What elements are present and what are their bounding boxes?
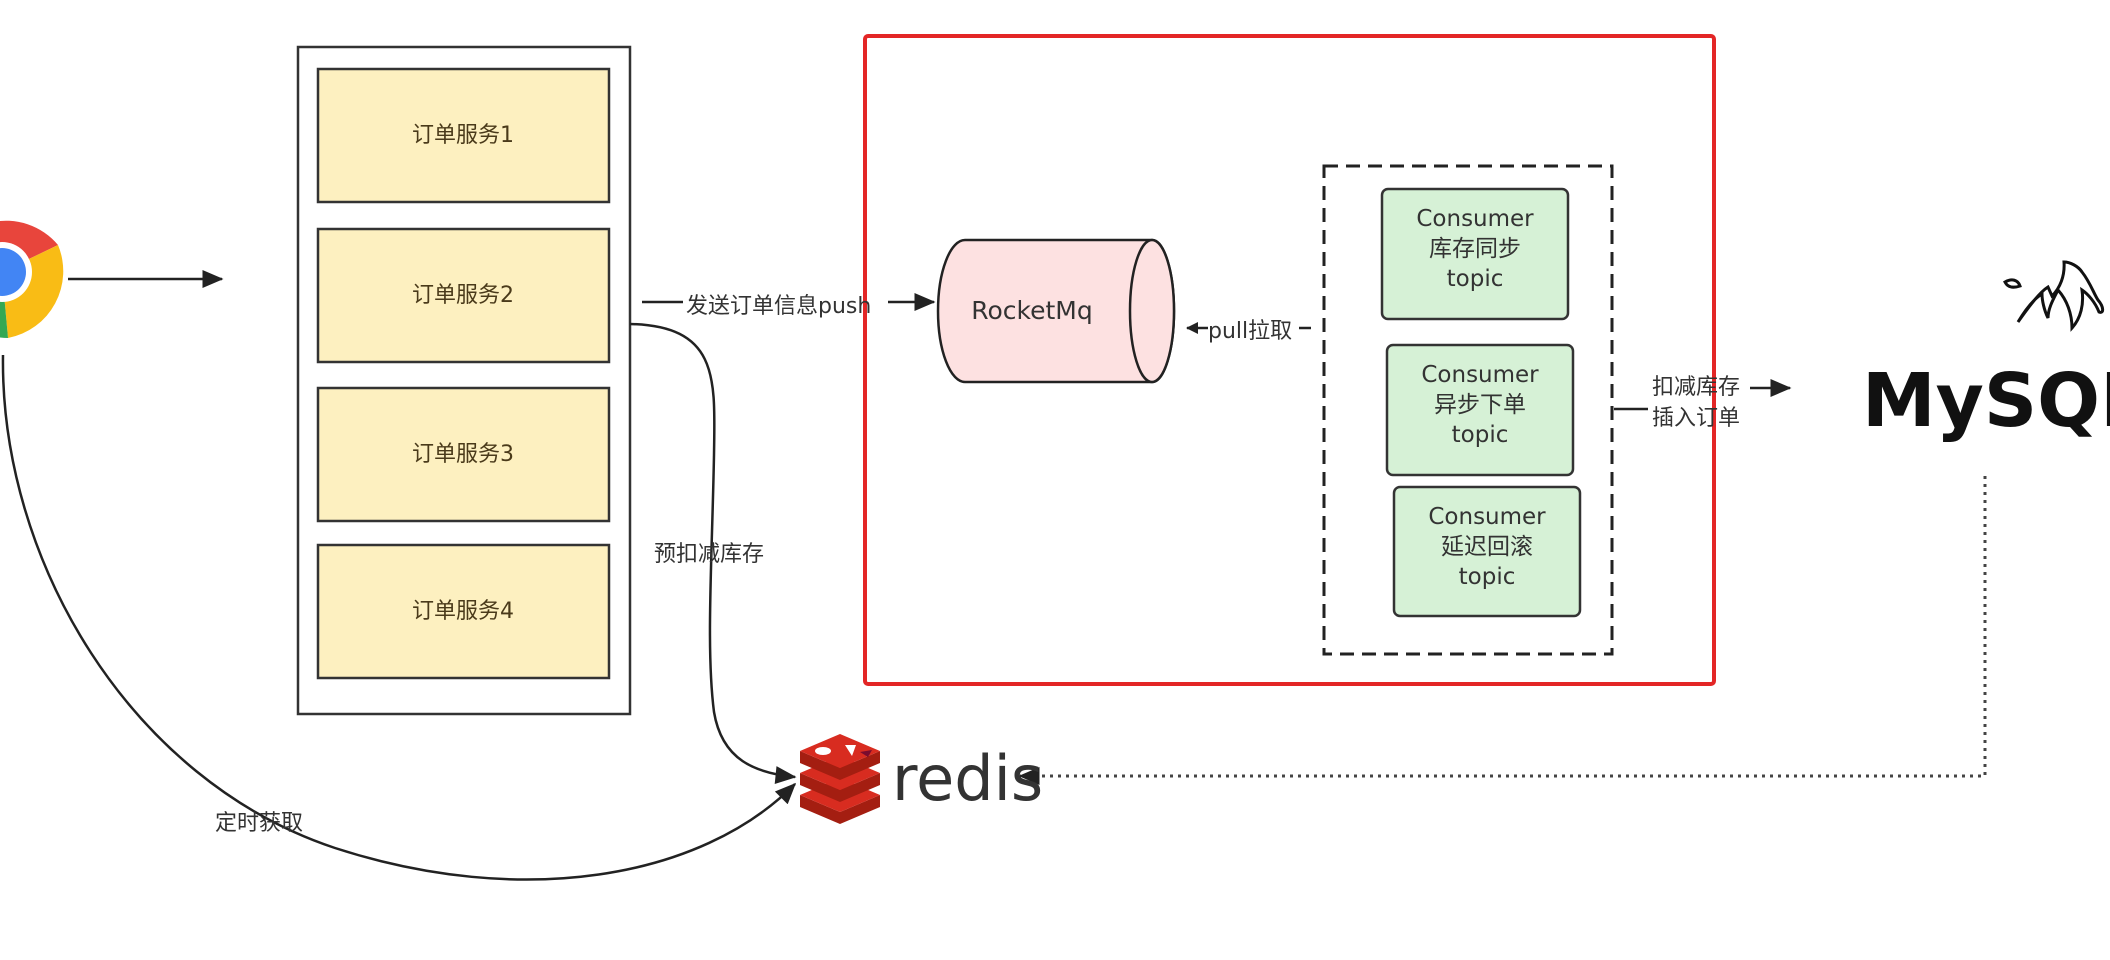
service-label-2: 订单服务2 <box>412 283 514 308</box>
consumer-topic-3: topic <box>1459 564 1516 590</box>
deduct-label-line2: 插入订单 <box>1652 406 1740 431</box>
service-box-1: 订单服务1 <box>316 67 611 204</box>
service-label-3: 订单服务3 <box>412 442 514 467</box>
scheduled-label: 定时获取 <box>215 811 303 836</box>
rocketmq-label: RocketMq <box>971 296 1093 325</box>
consumer-box-2: Consumer 异步下单 topic <box>1385 343 1575 477</box>
consumer-desc-1: 库存同步 <box>1429 236 1521 262</box>
consumer-title-2: Consumer <box>1421 362 1539 388</box>
chrome-browser-icon <box>0 220 64 338</box>
redis-logo: redis <box>800 734 1043 824</box>
service-box-3: 订单服务3 <box>316 386 611 523</box>
scheduled-fetch-arrow <box>1 354 797 881</box>
mysql-logo: MySQL <box>1862 260 2110 444</box>
service-label-4: 订单服务4 <box>412 599 514 624</box>
consumer-title-3: Consumer <box>1428 504 1546 530</box>
consumer-box-3: Consumer 延迟回滚 topic <box>1392 485 1582 618</box>
consumer-title-1: Consumer <box>1416 206 1534 232</box>
consumer-desc-2: 异步下单 <box>1434 392 1526 418</box>
service-label-1: 订单服务1 <box>412 123 514 148</box>
service-box-4: 订单服务4 <box>316 543 611 680</box>
rocketmq-queue: RocketMq <box>936 238 1176 384</box>
redis-cube-icon <box>800 734 880 824</box>
mysql-label: MySQL <box>1862 358 2110 444</box>
consumer-topic-1: topic <box>1447 266 1504 292</box>
consumer-desc-3: 延迟回滚 <box>1441 534 1533 560</box>
deduct-label-line1: 扣减库存 <box>1652 375 1740 400</box>
redis-label: redis <box>892 742 1043 815</box>
pull-label: pull拉取 <box>1208 319 1292 344</box>
pre-deduct-arrow <box>629 322 797 785</box>
service-box-2: 订单服务2 <box>316 227 611 364</box>
dolphin-icon <box>2003 260 2105 332</box>
push-label: 发送订单信息push <box>686 294 871 319</box>
consumer-box-1: Consumer 库存同步 topic <box>1380 187 1570 321</box>
pre-deduct-label: 预扣减库存 <box>654 542 764 567</box>
consumer-group-frame <box>1322 164 1614 656</box>
consumer-topic-2: topic <box>1452 422 1509 448</box>
mq-highlight-frame <box>863 34 1716 686</box>
